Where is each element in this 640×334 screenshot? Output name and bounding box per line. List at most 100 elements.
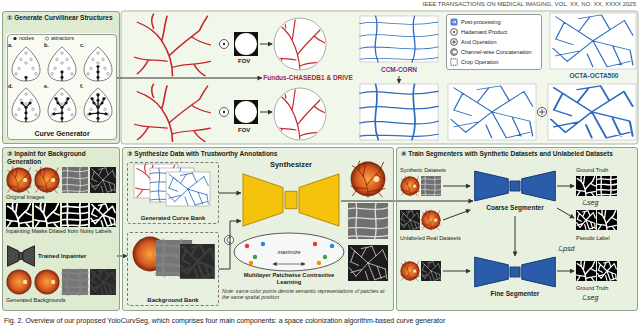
text-block: e. (44, 83, 49, 89)
patch-point (253, 255, 257, 259)
figure-part (400, 261, 419, 281)
text-block: FOV (238, 58, 250, 65)
icon-part (453, 31, 455, 33)
figure-part (360, 84, 438, 140)
label-holder: FOV (238, 127, 250, 134)
text-block: f. (80, 83, 83, 89)
figure-part (24, 76, 27, 79)
flow-connector (515, 216, 516, 256)
legend-icon (450, 48, 458, 56)
figure-part (56, 102, 59, 105)
icon-part (451, 29, 458, 36)
legend-row: Channel-wise Concatenation (450, 47, 538, 57)
curve-generator-box: Curve Generator (7, 34, 117, 140)
figure-part (102, 97, 105, 100)
figure-part (34, 167, 59, 193)
text-block: Synthetic Datasets (400, 167, 470, 173)
figure-part (96, 106, 99, 109)
icon-part (452, 40, 456, 44)
stage-panel: ③ Synthesize Data with Trustworthy Annot… (122, 147, 394, 311)
label-holder: Original Images (6, 194, 118, 200)
figure-part (396, 147, 638, 311)
bottleneck-shape (19, 253, 22, 260)
text-block: Fig. 2. Overview of our proposed YoloCur… (4, 317, 636, 325)
panel-backgrounds (2, 11, 638, 311)
figure-part (272, 14, 328, 74)
text-block: CCM-CORN (361, 66, 437, 74)
figure-part (135, 84, 211, 142)
synthesizer-network: Synthesizer (241, 160, 341, 230)
legend-icon (450, 28, 458, 36)
legend-row: Hadamard Product (450, 27, 538, 37)
figure-part (272, 84, 328, 144)
decoder-shape (522, 257, 556, 287)
figure-part (60, 71, 63, 74)
figure-part (90, 269, 116, 295)
text-block: Ground Truth (576, 167, 636, 173)
label-holder: Pseudo Label (576, 235, 636, 241)
figure-part (557, 186, 574, 187)
figure-part (96, 71, 99, 74)
text-block: ① Generate Curvilinear Structures (3, 12, 119, 24)
figure-part (443, 271, 470, 272)
figure-part (24, 112, 27, 115)
label-holder: f. (80, 83, 83, 89)
label-holder: d. (8, 83, 13, 89)
text-block: b. (44, 42, 49, 48)
figure-part (100, 102, 103, 105)
figure-part (538, 108, 547, 117)
text-block: Hadamard Product (461, 29, 507, 36)
figure-part (96, 99, 99, 102)
label-holder: Ground Truth (576, 167, 636, 173)
text-block: Generated Curve Bank (141, 215, 206, 223)
figure-part (45, 37, 48, 40)
figure-part (22, 103, 30, 122)
text-block: Trained Inpainter (38, 253, 86, 260)
concatenation-symbol (225, 236, 234, 245)
figure-part (84, 47, 112, 81)
figure-part (235, 33, 257, 55)
text-block: Synthesizer (241, 160, 341, 170)
figure-part (6, 203, 32, 227)
figure-part (274, 88, 326, 140)
figure-part (451, 86, 533, 138)
stage-panel: ① Generate Curvilinear StructuresCurve G… (2, 11, 120, 144)
figure-part (54, 97, 57, 100)
figure-part (443, 210, 470, 220)
figure-part (597, 176, 617, 196)
label-holder: a. (8, 42, 13, 48)
text-block: OCTA-OCTA500 (553, 72, 635, 80)
figure-part (135, 14, 211, 76)
bottleneck-shape (285, 191, 297, 208)
encoder-shape (475, 257, 509, 287)
figure-part (90, 97, 93, 100)
label-holder: IEEE TRANSACTIONS ON MEDICAL IMAGING, VO… (330, 1, 636, 8)
encoder-shape (8, 246, 19, 266)
text-block: Note: same color points denote semantic … (222, 289, 390, 301)
inpainter-network: Trained Inpainter (7, 245, 117, 267)
label-holder: FOV (238, 58, 250, 65)
figure-part (421, 261, 441, 281)
curve-generator-cells (12, 37, 112, 122)
label-holder: Ground Truth (576, 285, 636, 291)
figure-part (54, 99, 68, 122)
figure-part (553, 15, 633, 67)
text-block: attractors (51, 35, 74, 41)
figure-part (13, 37, 16, 40)
figure-part (272, 84, 328, 144)
text-block: Fine Segmenter (473, 290, 557, 298)
data-bank-box: Generated Curve Bank (127, 162, 219, 224)
text-block: Coarse Segmenter (473, 204, 557, 212)
figure-part (104, 112, 107, 115)
figure-part (260, 112, 272, 113)
text-block: Ground Truth (576, 285, 636, 291)
figure-part (225, 236, 234, 245)
figure-part (52, 112, 55, 115)
figure-part (2, 147, 120, 311)
patch-point (249, 261, 253, 265)
legend-row: And Operation (450, 37, 538, 47)
figure-part (557, 208, 574, 218)
network-shape (473, 256, 557, 288)
text-block: a. (8, 42, 13, 48)
text-block: c. (80, 42, 85, 48)
